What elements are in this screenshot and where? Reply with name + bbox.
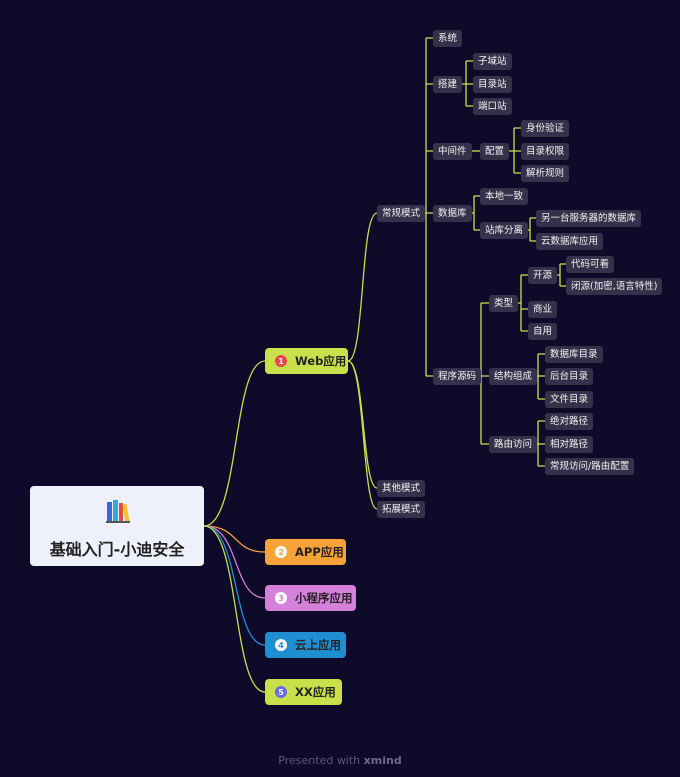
node-tuozhan[interactable]: 拓展模式 [377,501,426,518]
node-jiegou-child[interactable]: 后台目录 [545,368,594,385]
node-zhanku-child[interactable]: 另一台服务器的数据库 [536,210,642,227]
node-jiegou-child[interactable]: 文件目录 [545,391,594,408]
node-peizhi-child[interactable]: 解析规则 [521,165,570,182]
branch-number: 2 [275,546,287,558]
node-yuanma[interactable]: 程序源码 [433,368,482,385]
root-topic[interactable]: 基础入门-小迪安全 [30,486,204,566]
node-leixing[interactable]: 类型 [489,295,519,312]
node-peizhi-child[interactable]: 身份验证 [521,120,570,137]
node-zhanku-child[interactable]: 云数据库应用 [536,233,604,250]
node-changgui[interactable]: 常规模式 [377,205,426,222]
node-zhanku[interactable]: 站库分离 [480,222,529,239]
node-dajian-child[interactable]: 目录站 [473,76,512,93]
branch-web[interactable]: 1 Web应用 [265,348,348,374]
footer-prefix: Presented with [278,754,361,767]
node-jiegou-child[interactable]: 数据库目录 [545,346,603,363]
footer: Presented with xmind [0,754,680,767]
node-qita[interactable]: 其他模式 [377,480,426,497]
footer-brand[interactable]: xmind [363,754,402,767]
node-dajian[interactable]: 搭建 [433,76,463,93]
branch-xx[interactable]: 5 XX应用 [265,679,342,705]
branch-label: 小程序应用 [295,591,353,605]
branch-number: 1 [275,355,287,367]
node-shujuku[interactable]: 数据库 [433,205,472,222]
node-peizhi[interactable]: 配置 [480,143,510,160]
node-jiegou[interactable]: 结构组成 [489,368,538,385]
branch-app[interactable]: 2 APP应用 [265,539,346,565]
branch-label: APP应用 [295,545,344,559]
node-bendi[interactable]: 本地一致 [480,188,529,205]
node-luyou-child[interactable]: 绝对路径 [545,413,594,430]
node-shangye[interactable]: 商业 [528,301,558,318]
node-dajian-child[interactable]: 子域站 [473,53,512,70]
branch-mini-program[interactable]: 3 小程序应用 [265,585,356,611]
branch-number: 4 [275,639,287,651]
branch-label: Web应用 [295,354,347,368]
node-kaiyuan-child[interactable]: 代码可看 [566,256,615,273]
node-zhongjianjian[interactable]: 中间件 [433,143,472,160]
books-icon [106,500,130,523]
branch-cloud[interactable]: 4 云上应用 [265,632,346,658]
node-peizhi-child[interactable]: 目录权限 [521,143,570,160]
node-kaiyuan[interactable]: 开源 [528,267,558,284]
node-ziyong[interactable]: 自用 [528,323,558,340]
node-luyou-child[interactable]: 相对路径 [545,436,594,453]
node-kaiyuan-child[interactable]: 闭源(加密,语言特性) [566,278,663,295]
branch-label: 云上应用 [295,638,341,652]
branch-label: XX应用 [295,685,336,699]
branch-number: 3 [275,592,287,604]
node-xitong[interactable]: 系统 [433,30,463,47]
root-title: 基础入门-小迪安全 [49,540,185,559]
node-luyou-child[interactable]: 常规访问/路由配置 [545,458,635,475]
branch-number: 5 [275,686,287,698]
node-luyou[interactable]: 路由访问 [489,436,538,453]
node-dajian-child[interactable]: 端口站 [473,98,512,115]
